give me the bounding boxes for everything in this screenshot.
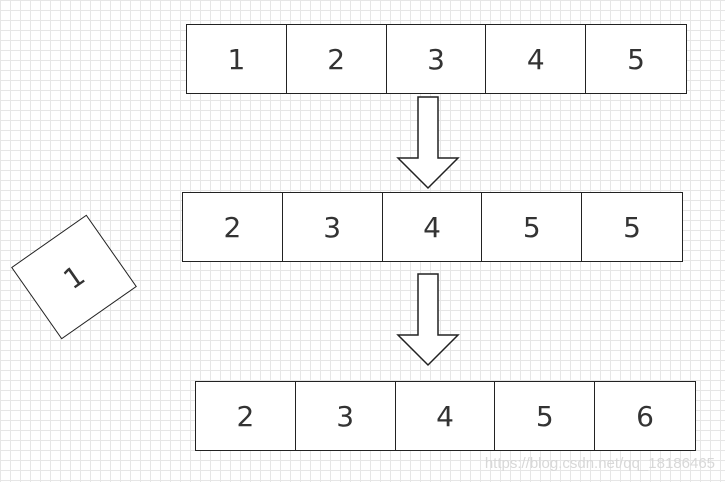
array-row-final: 2 3 4 5 6: [195, 381, 696, 451]
removed-element-box: 1: [11, 214, 137, 340]
down-arrow-icon: [396, 273, 460, 367]
array-cell: 3: [296, 382, 396, 450]
array-cell: 5: [627, 42, 645, 76]
array-cell: 4: [383, 193, 483, 261]
array-cell: 5: [495, 382, 596, 450]
array-cell: 2: [196, 382, 296, 450]
array-cell: 3: [283, 193, 383, 261]
array-cell: 6: [636, 399, 654, 433]
array-cell: 3: [387, 25, 487, 93]
removed-element-value: 1: [57, 258, 91, 296]
down-arrow-icon: [396, 96, 460, 190]
array-cell: 4: [396, 382, 496, 450]
watermark: https://blog.csdn.net/qq_18186465: [484, 455, 715, 472]
array-cell: 5: [623, 210, 641, 244]
array-cell: 5: [482, 193, 583, 261]
array-row-shifted: 2 3 4 5 5: [182, 192, 683, 262]
array-cell: 4: [486, 25, 587, 93]
array-cell: 1: [187, 25, 287, 93]
array-cell: 2: [183, 193, 283, 261]
array-row-initial: 1 2 3 4 5: [186, 24, 687, 94]
array-cell: 2: [287, 25, 387, 93]
